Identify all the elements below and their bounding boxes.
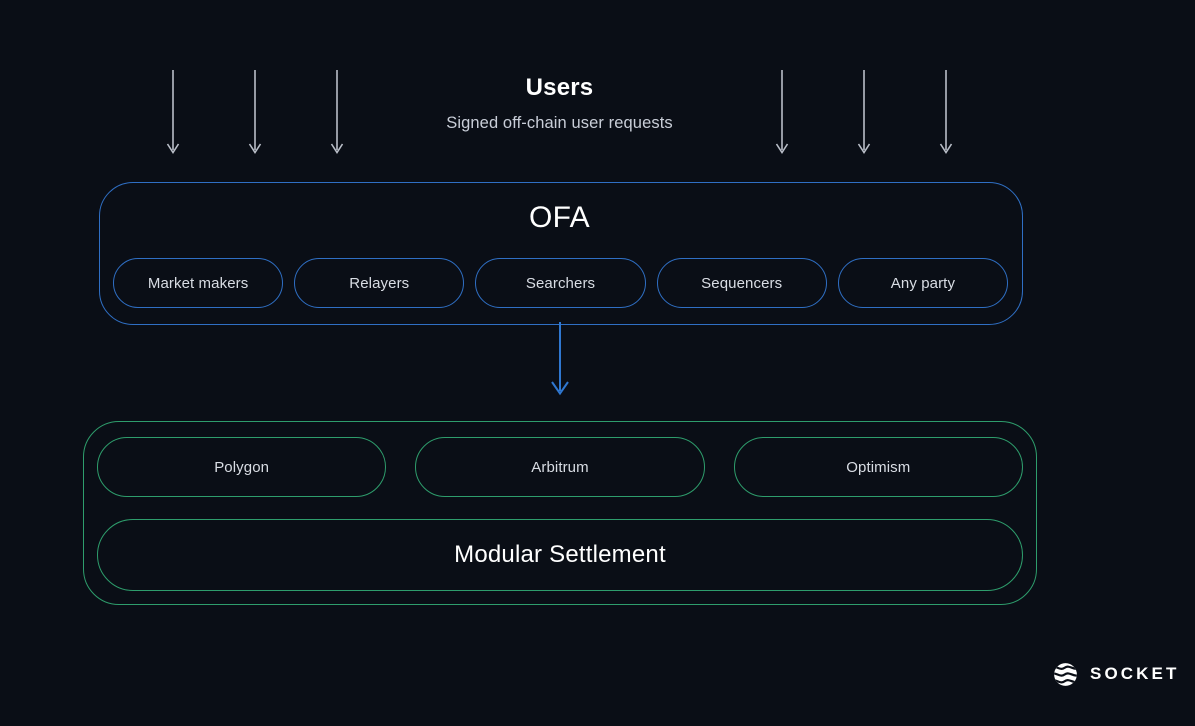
settlement-chain-arbitrum[interactable]: Arbitrum <box>415 437 705 497</box>
socket-sphere-icon <box>1054 662 1077 686</box>
settlement-chain-list: Polygon Arbitrum Optimism <box>97 437 1023 497</box>
ofa-participant-label: Sequencers <box>701 274 783 292</box>
user-arrow-down-icon <box>774 70 790 156</box>
ofa-participant-market-makers[interactable]: Market makers <box>113 258 284 308</box>
brand-logo: SOCKET <box>1052 659 1179 689</box>
ofa-title: OFA <box>529 201 590 234</box>
ofa-participant-any-party[interactable]: Any party <box>837 258 1009 308</box>
ofa-participant-list: Market makers Relayers Searchers Sequenc… <box>113 258 1009 308</box>
ofa-participant-label: Any party <box>890 274 956 292</box>
settlement-chain-optimism[interactable]: Optimism <box>733 437 1023 497</box>
users-subtitle: Signed off-chain user requests <box>446 114 673 132</box>
user-arrow-down-icon <box>165 70 181 156</box>
settlement-chain-label: Optimism <box>846 458 911 476</box>
users-title: Users <box>525 74 594 101</box>
ofa-participant-label: Relayers <box>349 274 410 292</box>
settlement-container <box>83 421 1037 605</box>
settlement-chain-label: Polygon <box>214 458 270 476</box>
user-arrow-down-icon <box>856 70 872 156</box>
user-arrow-down-icon <box>329 70 345 156</box>
ofa-participant-sequencers[interactable]: Sequencers <box>656 258 827 308</box>
modular-settlement-title: Modular Settlement <box>454 541 666 568</box>
settlement-chain-label: Arbitrum <box>531 458 589 476</box>
modular-settlement-box: Modular Settlement <box>97 519 1023 591</box>
ofa-participant-label: Searchers <box>525 274 596 292</box>
user-arrow-down-icon <box>938 70 954 156</box>
ofa-participant-label: Market makers <box>147 274 249 292</box>
brand-name: SOCKET <box>1090 664 1180 683</box>
user-arrow-down-icon <box>247 70 263 156</box>
settlement-chain-polygon[interactable]: Polygon <box>97 437 387 497</box>
connector-arrow-down-icon <box>545 322 575 398</box>
ofa-participant-searchers[interactable]: Searchers <box>475 258 646 308</box>
ofa-participant-relayers[interactable]: Relayers <box>294 258 465 308</box>
